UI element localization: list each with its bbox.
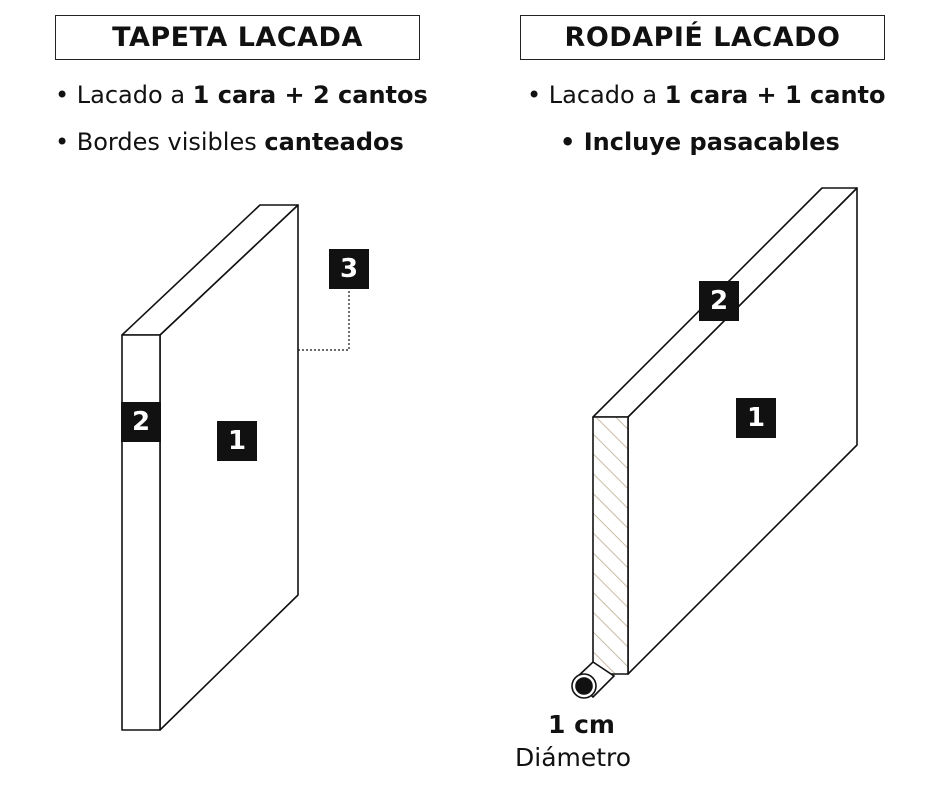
right-bullet-1-prefix: • Lacado a (527, 81, 665, 109)
left-bullet-1-bold: 1 cara + 2 cantos (192, 81, 428, 109)
diameter-value: 1 cm (548, 710, 615, 739)
rodapie-hatched-edge (592, 416, 629, 675)
right-bullet-2: • Incluye pasacables (560, 128, 840, 156)
left-bullet-2-prefix: • Bordes visibles (55, 128, 265, 156)
rodapie-panel (592, 187, 858, 675)
right-bullet-1: • Lacado a 1 cara + 1 canto (527, 80, 886, 110)
left-bullet-2: • Bordes visibles canteados (55, 127, 404, 157)
callout-leader-3 (298, 290, 350, 351)
rodapie-edge-badge: 2 (699, 281, 739, 321)
left-bullet-1: • Lacado a 1 cara + 2 cantos (55, 80, 428, 110)
left-bullet-2-bold: canteados (264, 128, 404, 156)
pipe-end-inner (575, 677, 593, 695)
right-bullet-1-bold: 1 cara + 1 canto (664, 81, 886, 109)
tapeta-face-badge: 1 (217, 421, 257, 461)
tapeta-front-edge (121, 334, 161, 731)
left-bullet-1-prefix: • Lacado a (55, 81, 193, 109)
tapeta-side-edge-badge: 3 (329, 249, 369, 289)
left-title: TAPETA LACADA (55, 15, 420, 60)
diameter-label: Diámetro (515, 743, 632, 772)
rodapie-face-badge: 1 (736, 398, 776, 438)
tapeta-panel (121, 204, 299, 731)
right-title: RODAPIÉ LACADO (520, 15, 885, 60)
cable-pass-pipe (571, 660, 616, 699)
tapeta-edge-badge: 2 (121, 402, 161, 442)
